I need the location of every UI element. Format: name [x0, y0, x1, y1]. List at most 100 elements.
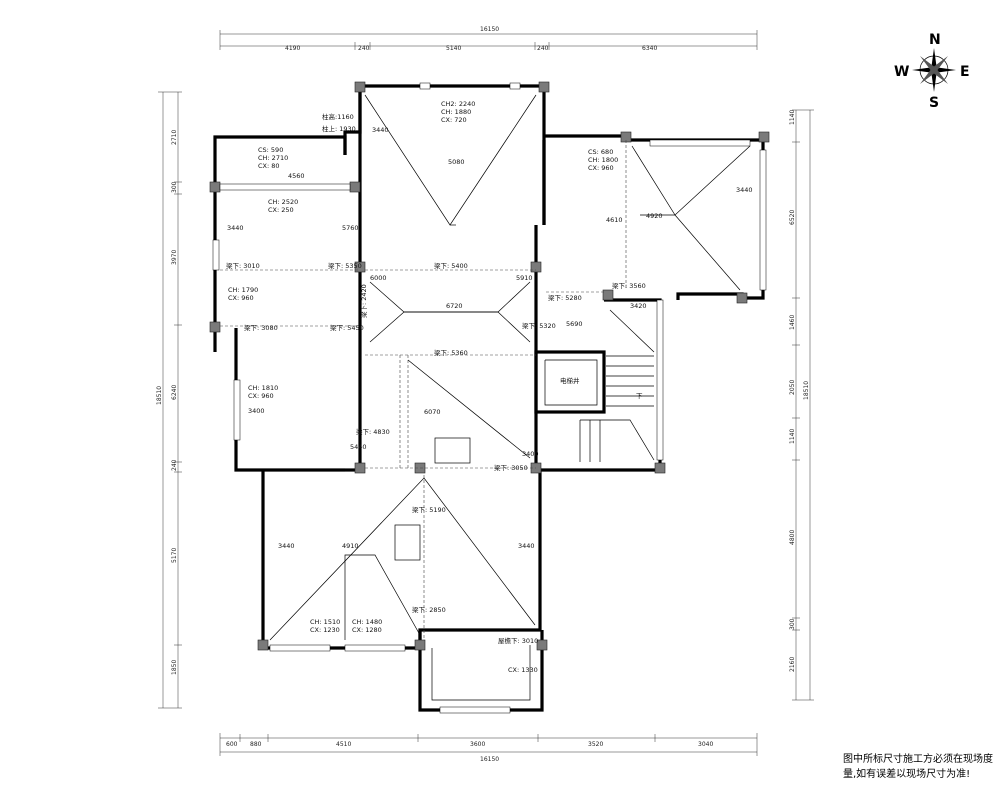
height-3420: 3420 — [630, 302, 647, 310]
beam-5450: 梁下: 5450 — [330, 323, 364, 332]
beam-3010: 梁下: 3010 — [226, 261, 260, 270]
label-ch-left2: CH: 2520 — [268, 198, 298, 206]
beam-5350: 梁下: 5350 — [328, 261, 362, 270]
compass-east: E — [960, 64, 970, 80]
right-dim-1: 1140 — [789, 110, 796, 125]
label-ch-left: CH: 2710 — [258, 154, 288, 162]
beam-3050: 梁下: 3050 — [494, 463, 528, 472]
label-col-top: 柱上: 1930 — [322, 124, 356, 133]
label-cs-right: CS: 680 — [588, 148, 613, 156]
bottom-dim-5: 3520 — [588, 741, 603, 748]
beam-5400: 梁下: 5400 — [434, 261, 468, 270]
right-dim-4: 2050 — [789, 380, 796, 395]
height-3440d: 3440 — [278, 542, 295, 550]
label-ch-right: CH: 1800 — [588, 156, 618, 164]
right-dim-5: 1140 — [789, 429, 796, 444]
compass-west: W — [894, 64, 909, 80]
beam-3560: 梁下: 3560 — [612, 281, 646, 290]
label-cx-top: CX: 720 — [441, 116, 467, 124]
height-6000: 6000 — [370, 274, 387, 282]
bottom-dim-1: 600 — [226, 741, 238, 748]
bottom-dimension-lines: 600 880 4510 3600 3520 3040 16150 — [219, 733, 758, 763]
top-dimension-lines: 16150 4190 240 5140 240 6340 — [219, 26, 758, 52]
note-line-2: 量,如有误差以现场尺寸为准! — [843, 767, 970, 780]
label-ch-left3: CH: 1790 — [228, 286, 258, 294]
label-ch-top: CH2: 2240 — [441, 100, 475, 108]
note-line-1: 图中所标尺寸施工方必须在现场度 — [843, 752, 993, 765]
compass-north: N — [929, 32, 941, 48]
left-dim-3: 3970 — [171, 250, 178, 265]
bottom-dim-2: 880 — [250, 741, 262, 748]
windows — [212, 82, 767, 714]
construction-note: 图中所标尺寸施工方必须在现场度 量,如有误差以现场尺寸为准! — [843, 752, 993, 780]
label-cs-left: CS: 590 — [258, 146, 283, 154]
label-cx-right: CX: 960 — [588, 164, 614, 172]
right-dim-3: 1460 — [789, 315, 796, 330]
ceiling-lines — [220, 94, 751, 641]
height-4610: 4610 — [606, 216, 623, 224]
label-ch-bot2: CH: 1480 — [352, 618, 382, 626]
height-3440e: 3440 — [518, 542, 535, 550]
height-3400a: 3400 — [248, 407, 265, 415]
label-elevator: 电梯井 — [560, 376, 580, 385]
height-5690: 5690 — [566, 320, 583, 328]
beam-3010b: 屋檐下: 3010 — [498, 636, 538, 645]
height-3400b: 3400 — [522, 450, 539, 458]
beam-5190: 梁下: 5190 — [412, 505, 446, 514]
beam-2420: 梁下: 2420 — [359, 284, 368, 318]
label-stairs-down: 下 — [636, 392, 643, 400]
height-3440a: 3440 — [372, 126, 389, 134]
height-5440: 5440 — [350, 443, 367, 451]
compass-south: S — [929, 95, 939, 111]
top-dim-2: 240 — [358, 45, 370, 52]
label-ch-top2: CH: 1880 — [441, 108, 471, 116]
top-dim-4: 240 — [537, 45, 549, 52]
label-col-height: 柱高:1160 — [322, 112, 354, 121]
label-ch-bot1: CH: 1510 — [310, 618, 340, 626]
label-ch-left4: CH: 1810 — [248, 384, 278, 392]
height-5080: 5080 — [448, 158, 465, 166]
left-dim-5: 6240 — [171, 385, 178, 400]
room-labels: 柱高:1160 柱上: 1930 CH2: 2240 CH: 1880 CX: … — [226, 100, 753, 674]
beam-5360: 梁下: 5360 — [434, 348, 468, 357]
label-cx-bot2: CX: 1280 — [352, 626, 382, 634]
beam-3080: 梁下: 3080 — [244, 323, 278, 332]
right-dim-6: 4800 — [789, 530, 796, 545]
left-dim-6: 240 — [171, 459, 178, 471]
compass-icon: N S E W — [894, 32, 970, 111]
left-dimension-lines: 2710 300 3970 18510 6240 240 5170 1850 — [156, 91, 182, 709]
beam-5280: 梁下: 5280 — [548, 293, 582, 302]
right-dim-2: 6520 — [789, 210, 796, 225]
height-5760: 5760 — [342, 224, 359, 232]
height-6070: 6070 — [424, 408, 441, 416]
height-4910: 4910 — [342, 542, 359, 550]
height-6720: 6720 — [446, 302, 463, 310]
label-cx-left3: CX: 960 — [228, 294, 254, 302]
beam-2850: 梁下: 2850 — [412, 605, 446, 614]
bottom-total-dim: 16150 — [480, 756, 499, 763]
top-total-dim: 16150 — [480, 26, 499, 33]
right-dim-7: 300 — [789, 618, 796, 630]
bottom-dim-3: 4510 — [336, 741, 351, 748]
height-3440c: 3440 — [736, 186, 753, 194]
right-dim-8: 2160 — [789, 657, 796, 672]
left-dim-2: 300 — [171, 181, 178, 193]
bottom-dim-6: 3040 — [698, 741, 713, 748]
label-cx-left2: CX: 250 — [268, 206, 294, 214]
right-dimension-lines: 1140 6520 1460 2050 18510 1140 4800 300 … — [789, 110, 814, 701]
bottom-dim-4: 3600 — [470, 741, 485, 748]
top-dim-3: 5140 — [446, 45, 461, 52]
height-4560: 4560 — [288, 172, 305, 180]
beam-4830: 梁下: 4830 — [356, 427, 390, 436]
left-dim-8: 1850 — [171, 660, 178, 675]
beam-5320: 梁下: 5320 — [522, 321, 556, 330]
height-3440b: 3440 — [227, 224, 244, 232]
label-cx-left4: CX: 960 — [248, 392, 274, 400]
left-dim-7: 5170 — [171, 548, 178, 563]
label-cx-bot1: CX: 1230 — [310, 626, 340, 634]
left-total-dim: 18510 — [156, 386, 163, 405]
label-cx-bot3: CX: 1330 — [508, 666, 538, 674]
right-total-dim: 18510 — [803, 381, 810, 400]
height-4920: 4920 — [646, 212, 663, 220]
